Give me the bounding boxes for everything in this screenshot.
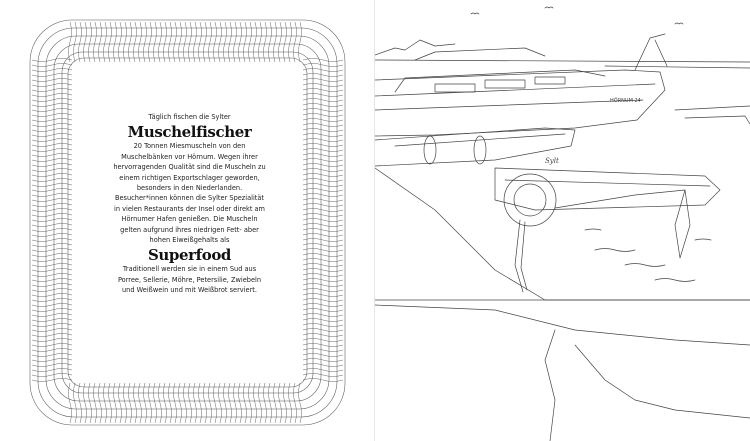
article-text-block: Täglich fischen die Sylter Muschelfische… — [112, 112, 267, 296]
intro-line: Täglich fischen die Sylter — [148, 113, 231, 121]
rope-frame-icon — [29, 19, 346, 426]
heading-superfood: Superfood — [147, 246, 232, 265]
page-gutter — [374, 0, 375, 441]
boat-name-hornum: HÖRNUM 24 — [610, 97, 641, 104]
boat-name-sylt: Sylt — [545, 157, 559, 165]
harbor-boats-illustration-icon: HÖRNUM 24 Sylt — [375, 6, 750, 441]
paragraph-body: 20 Tonnen Miesmuscheln von den Muschelbä… — [113, 142, 266, 245]
right-page: HÖRNUM 24 Sylt — [375, 0, 750, 441]
left-page: Täglich fischen die Sylter Muschelfische… — [29, 19, 346, 426]
heading-muschelfischer: Muschelfischer — [127, 123, 252, 142]
paragraph-serving: Traditionell werden sie in einem Sud aus… — [117, 265, 262, 295]
